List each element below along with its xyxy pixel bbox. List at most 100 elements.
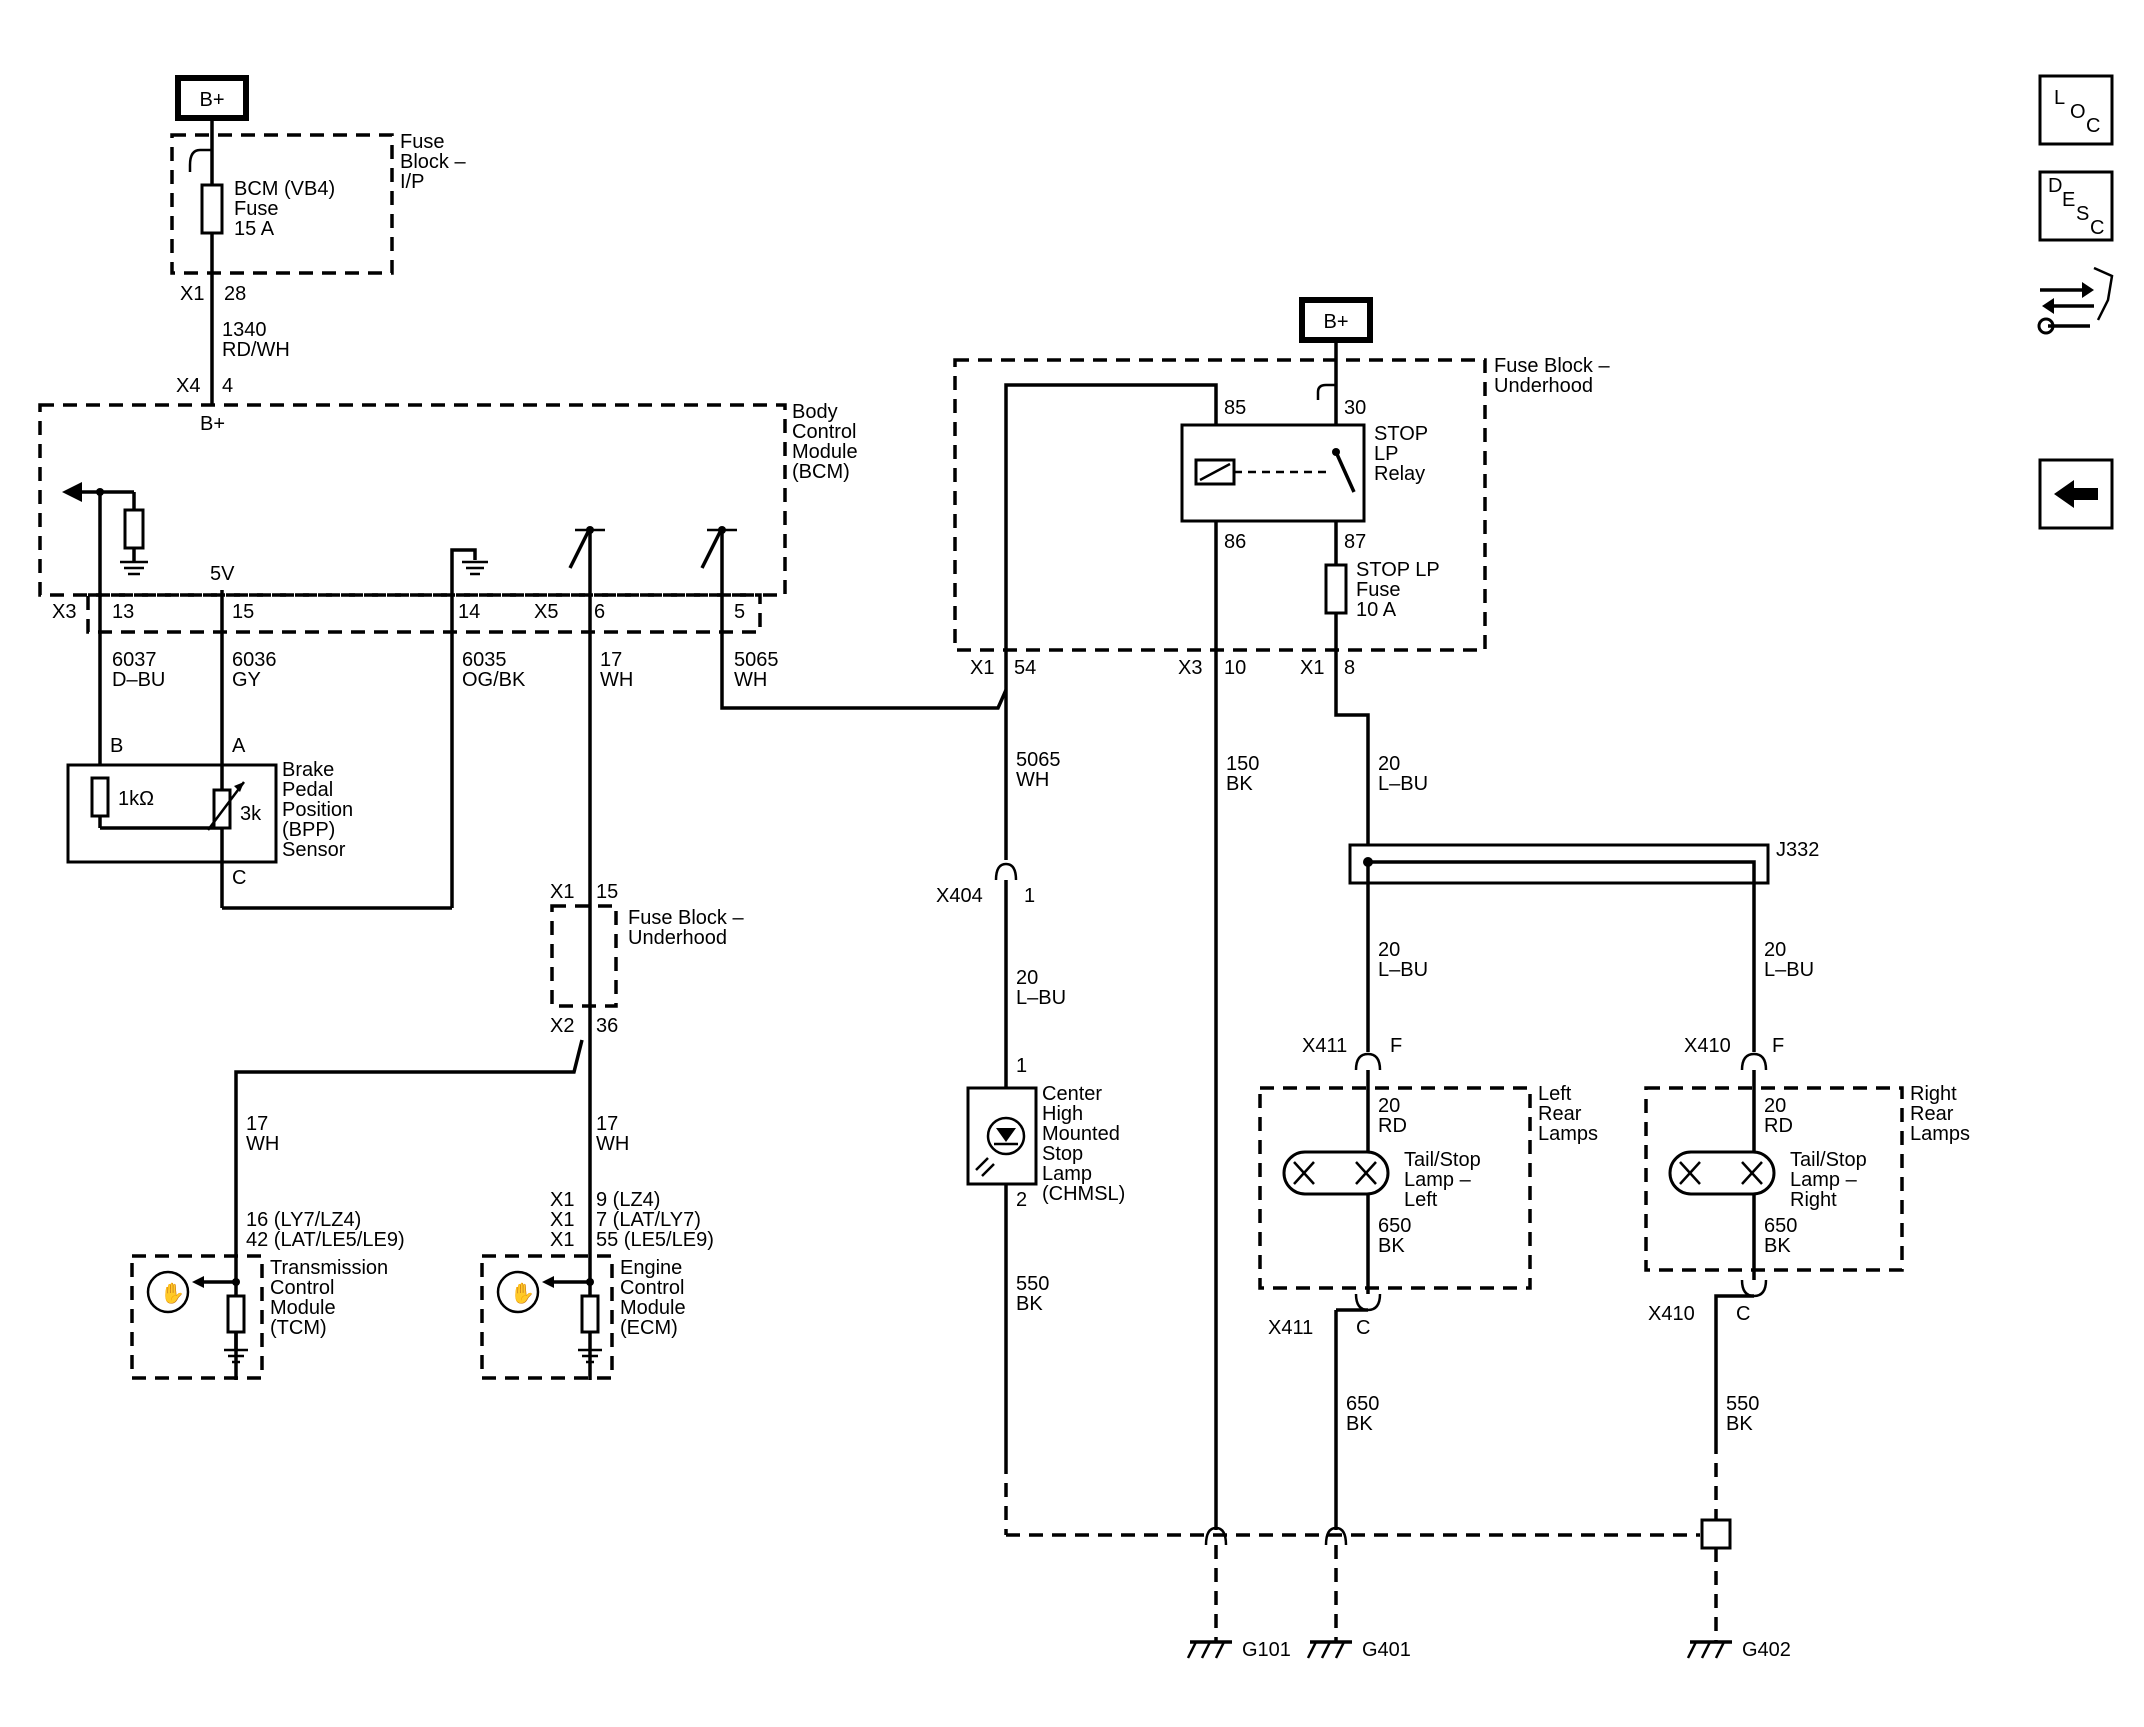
bcm-fuse-label: BCM (VB4)	[234, 178, 335, 200]
svg-text:L: L	[2054, 87, 2065, 109]
svg-text:Engine: Engine	[620, 1257, 682, 1279]
svg-text:20: 20	[1378, 753, 1400, 775]
svg-text:Pedal: Pedal	[282, 779, 333, 801]
svg-text:Tail/Stop: Tail/Stop	[1404, 1149, 1481, 1171]
svg-text:X4: X4	[176, 375, 200, 397]
svg-text:Brake: Brake	[282, 759, 334, 781]
svg-text:2: 2	[1016, 1189, 1027, 1211]
svg-text:87: 87	[1344, 531, 1366, 553]
svg-text:20: 20	[1378, 1095, 1400, 1117]
svg-text:Underhood: Underhood	[628, 927, 727, 949]
svg-text:X1: X1	[550, 881, 574, 903]
svg-text:X1: X1	[550, 1209, 574, 1231]
svg-text:1: 1	[1016, 1055, 1027, 1077]
svg-text:X3: X3	[52, 601, 76, 623]
ground-bus	[1004, 1440, 1732, 1642]
svg-text:550: 550	[1726, 1393, 1759, 1415]
diagnostic-tools-icon[interactable]	[2037, 266, 2114, 335]
svg-text:6035: 6035	[462, 649, 507, 671]
svg-text:BK: BK	[1346, 1413, 1373, 1435]
svg-text:550: 550	[1016, 1273, 1049, 1295]
svg-text:X410: X410	[1684, 1035, 1731, 1057]
svg-text:5065: 5065	[734, 649, 779, 671]
svg-text:5V: 5V	[210, 563, 235, 585]
svg-text:B+: B+	[1323, 311, 1348, 333]
svg-text:D–BU: D–BU	[112, 669, 165, 691]
svg-text:A: A	[232, 735, 246, 757]
svg-text:RD: RD	[1764, 1115, 1793, 1137]
svg-text:8: 8	[1344, 657, 1355, 679]
svg-text:F: F	[1390, 1035, 1402, 1057]
svg-text:1: 1	[1024, 885, 1035, 907]
svg-text:(BCM): (BCM)	[792, 461, 850, 483]
svg-text:X404: X404	[936, 885, 983, 907]
svg-text:4: 4	[222, 375, 233, 397]
transmission-control-module: 17 WH 16 (LY7/LZ4) 42 (LAT/LE5/LE9) ✋ Tr…	[130, 1113, 405, 1380]
svg-text:Control: Control	[270, 1277, 334, 1299]
svg-text:Lamps: Lamps	[1910, 1123, 1970, 1145]
bplus-relay: B+	[1299, 297, 1373, 343]
svg-text:Fuse: Fuse	[1356, 579, 1400, 601]
svg-text:30: 30	[1344, 397, 1366, 419]
svg-text:Rear: Rear	[1910, 1103, 1954, 1125]
left-rear-lamps: X411 F 20 RD Tail/Stop Lamp – Left 650 B…	[1258, 1035, 1598, 1530]
svg-text:BK: BK	[1378, 1235, 1405, 1257]
svg-text:Position: Position	[282, 799, 353, 821]
svg-text:Sensor: Sensor	[282, 839, 346, 861]
svg-text:16 (LY7/LZ4): 16 (LY7/LZ4)	[246, 1209, 361, 1231]
loc-button[interactable]: L O C	[2038, 74, 2114, 146]
svg-text:L–BU: L–BU	[1016, 987, 1066, 1009]
svg-text:15: 15	[596, 881, 618, 903]
svg-text:G402: G402	[1742, 1639, 1791, 1661]
svg-text:X411: X411	[1302, 1035, 1347, 1057]
svg-text:WH: WH	[246, 1133, 279, 1155]
ground-g402: G402	[1686, 1639, 1791, 1661]
svg-text:15 A: 15 A	[234, 218, 275, 240]
svg-text:(ECM): (ECM)	[620, 1317, 678, 1339]
svg-text:C: C	[2090, 217, 2104, 239]
svg-text:6: 6	[594, 601, 605, 623]
svg-text:(TCM): (TCM)	[270, 1317, 327, 1339]
engine-control-module: 17 WH X1 X1 X1 9 (LZ4) 7 (LAT/LY7) 55 (L…	[480, 1113, 714, 1380]
desc-button[interactable]: D E S C	[2038, 170, 2114, 242]
svg-text:Right: Right	[1790, 1189, 1837, 1211]
svg-text:Transmission: Transmission	[270, 1257, 388, 1279]
svg-text:Module: Module	[270, 1297, 336, 1319]
svg-text:5065: 5065	[1016, 749, 1061, 771]
svg-text:86: 86	[1224, 531, 1246, 553]
svg-text:5: 5	[734, 601, 745, 623]
svg-text:13: 13	[112, 601, 134, 623]
svg-text:Rear: Rear	[1538, 1103, 1582, 1125]
svg-text:Right: Right	[1910, 1083, 1957, 1105]
svg-text:Stop: Stop	[1042, 1143, 1083, 1165]
svg-text:650: 650	[1378, 1215, 1411, 1237]
svg-text:Module: Module	[620, 1297, 686, 1319]
svg-text:3k: 3k	[240, 803, 262, 825]
svg-text:G101: G101	[1242, 1639, 1291, 1661]
svg-text:D: D	[2048, 175, 2062, 197]
svg-text:X1: X1	[1300, 657, 1324, 679]
svg-text:Fuse: Fuse	[400, 131, 444, 153]
svg-text:Fuse Block –: Fuse Block –	[1494, 355, 1610, 377]
svg-text:17: 17	[596, 1113, 618, 1135]
svg-text:B+: B+	[200, 413, 225, 435]
svg-text:G401: G401	[1362, 1639, 1411, 1661]
svg-text:10 A: 10 A	[1356, 599, 1397, 621]
svg-text:STOP: STOP	[1374, 423, 1428, 445]
svg-text:1340: 1340	[222, 319, 267, 341]
body-control-module: Body Control Module (BCM) X4 4 B+ 5V	[38, 375, 858, 634]
svg-text:Underhood: Underhood	[1494, 375, 1593, 397]
svg-text:54: 54	[1014, 657, 1036, 679]
svg-text:6037: 6037	[112, 649, 157, 671]
svg-text:Left: Left	[1538, 1083, 1572, 1105]
svg-text:Block –: Block –	[400, 151, 466, 173]
svg-text:E: E	[2062, 189, 2075, 211]
svg-text:Fuse: Fuse	[234, 198, 278, 220]
svg-text:1kΩ: 1kΩ	[118, 788, 154, 810]
svg-text:High: High	[1042, 1103, 1083, 1125]
svg-text:RD/WH: RD/WH	[222, 339, 290, 361]
svg-text:C: C	[1736, 1303, 1750, 1325]
back-button[interactable]	[2038, 458, 2114, 530]
svg-text:X5: X5	[534, 601, 558, 623]
svg-text:WH: WH	[596, 1133, 629, 1155]
